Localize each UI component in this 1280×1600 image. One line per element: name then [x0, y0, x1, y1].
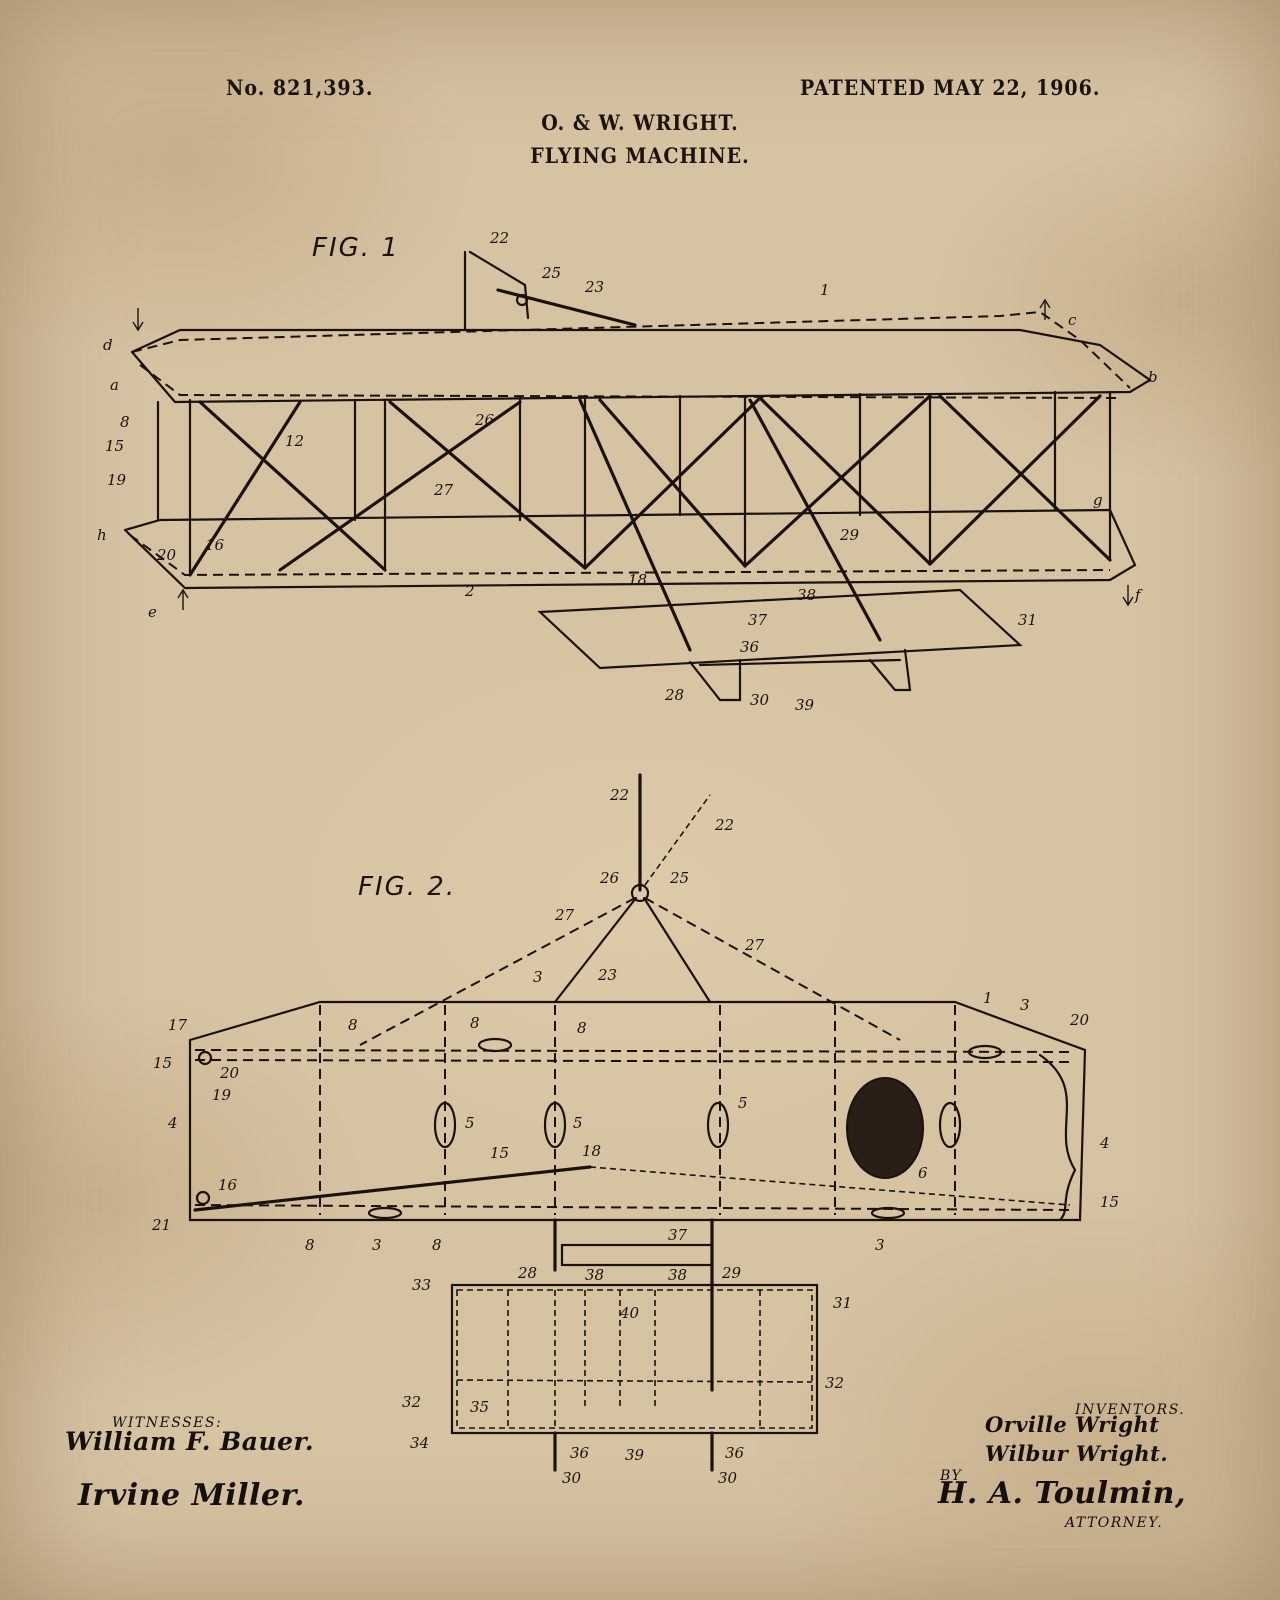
patent-number: No. 821,393.	[226, 75, 374, 101]
witness-signature-1: William F. Bauer.	[65, 1427, 315, 1456]
callout: 21	[151, 1216, 171, 1234]
callout: 8	[348, 1016, 358, 1034]
callout: 20	[1069, 1011, 1090, 1029]
callout: 33	[412, 1276, 431, 1294]
callout: e	[148, 603, 157, 621]
callout: 6	[918, 1164, 928, 1182]
callout: 38	[797, 586, 816, 604]
callout: 30	[562, 1469, 582, 1487]
callout: 39	[625, 1446, 645, 1464]
callout: 37	[748, 611, 768, 629]
callout: 19	[107, 471, 127, 489]
callout: 36	[740, 638, 760, 656]
patent-title: FLYING MACHINE.	[530, 143, 750, 169]
callout: 8	[432, 1236, 442, 1254]
callout: 32	[825, 1374, 844, 1392]
callout: 25	[669, 869, 689, 887]
callout: g	[1093, 491, 1103, 509]
callout: 4	[1099, 1134, 1110, 1152]
callout: 26	[474, 411, 495, 429]
callout: 35	[470, 1398, 489, 1416]
callout: 20	[219, 1064, 240, 1082]
callout: 37	[668, 1226, 688, 1244]
callout: 26	[599, 869, 620, 887]
attorney-signature: H. A. Toulmin,	[938, 1476, 1186, 1511]
callout: 15	[105, 437, 124, 455]
by-label: BY	[940, 1468, 963, 1484]
callout: 29	[721, 1264, 742, 1282]
callout: 15	[490, 1144, 509, 1162]
callout: 22	[714, 816, 734, 834]
callout: 30	[718, 1469, 738, 1487]
callout: 22	[609, 786, 629, 804]
callout: 20	[156, 546, 177, 564]
callout: 19	[212, 1086, 232, 1104]
callout: 18	[582, 1142, 601, 1160]
figure-2-label: FIG. 2.	[358, 872, 456, 902]
callout: h	[97, 526, 107, 544]
callout: 17	[168, 1016, 188, 1034]
callout: 3	[372, 1236, 382, 1254]
callout: 3	[533, 968, 543, 986]
patent-date: PATENTED MAY 22, 1906.	[800, 75, 1101, 101]
callout: 22	[489, 229, 509, 247]
callout: 27	[744, 936, 765, 954]
callout: 28	[664, 686, 684, 704]
callout: f	[1134, 586, 1143, 604]
callout: 32	[402, 1393, 421, 1411]
callout: 29	[839, 526, 860, 544]
callout: 27	[433, 481, 454, 499]
callout: 15	[1100, 1193, 1119, 1211]
callout: b	[1148, 368, 1158, 386]
callout: 8	[577, 1019, 587, 1037]
callout: 5	[738, 1094, 748, 1112]
callout: 15	[153, 1054, 172, 1072]
inventor-signature-2: Wilbur Wright.	[985, 1441, 1169, 1466]
callout: 39	[795, 696, 815, 714]
callout: 27	[554, 906, 575, 924]
callout: 3	[1020, 996, 1030, 1014]
callout: 36	[725, 1444, 745, 1462]
callout: 25	[541, 264, 561, 282]
callout: 2	[464, 582, 475, 600]
callout: 34	[410, 1434, 429, 1452]
callout: 8	[470, 1014, 480, 1032]
callout: 16	[218, 1176, 238, 1194]
attorney-label: ATTORNEY.	[1065, 1515, 1164, 1531]
callout: 30	[750, 691, 770, 709]
callout: 5	[465, 1114, 475, 1132]
callout: 12	[285, 432, 304, 450]
callout: 1	[820, 281, 830, 299]
witnesses-label: WITNESSES:	[112, 1415, 223, 1431]
inventor-signature-1: Orville Wright	[985, 1412, 1160, 1437]
inventors-label: INVENTORS.	[1075, 1402, 1186, 1418]
callout: 16	[205, 536, 225, 554]
callout: 23	[597, 966, 617, 984]
callout: 38	[585, 1266, 604, 1284]
callout: 1	[983, 989, 993, 1007]
callout: 38	[668, 1266, 687, 1284]
callout: 31	[833, 1294, 852, 1312]
callout: 18	[628, 571, 647, 589]
callout: 31	[1018, 611, 1037, 629]
callout: 28	[517, 1264, 537, 1282]
callout: 8	[120, 413, 130, 431]
callout: 4	[167, 1114, 178, 1132]
inventors-heading: O. & W. WRIGHT.	[541, 110, 739, 136]
callout: c	[1068, 311, 1077, 329]
callout: 40	[619, 1304, 640, 1322]
callout: 36	[570, 1444, 590, 1462]
figure-1-label: FIG. 1	[312, 233, 400, 263]
callout: 23	[584, 278, 604, 296]
callout: a	[110, 376, 119, 394]
callout: 3	[875, 1236, 885, 1254]
witness-signature-2: Irvine Miller.	[78, 1478, 305, 1513]
callout: 8	[305, 1236, 315, 1254]
callout: d	[103, 336, 113, 354]
callout: 5	[573, 1114, 583, 1132]
